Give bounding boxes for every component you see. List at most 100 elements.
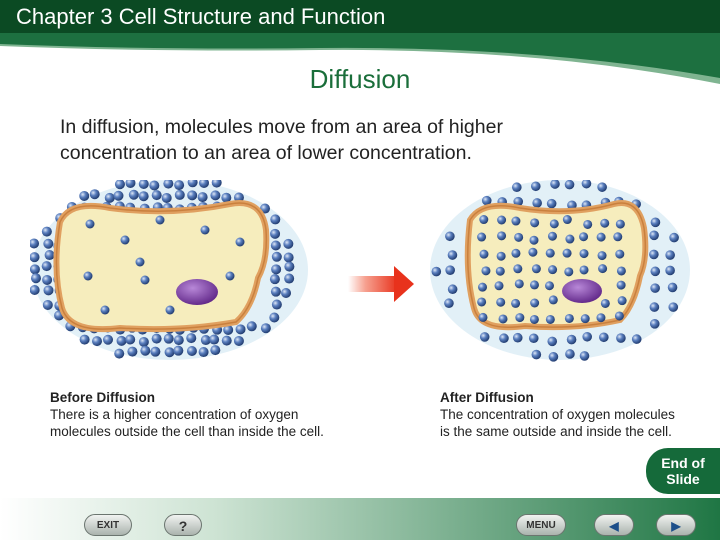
oxygen-molecule (614, 311, 624, 321)
oxygen-molecule (513, 196, 524, 207)
oxygen-molecule (281, 288, 292, 299)
oxygen-molecule (650, 283, 660, 293)
exit-button[interactable]: EXIT (84, 514, 132, 536)
oxygen-molecule (579, 351, 590, 361)
oxygen-molecule (514, 232, 524, 242)
oxygen-molecule (270, 240, 281, 251)
oxygen-molecule (530, 181, 541, 192)
oxygen-molecule (283, 238, 294, 249)
oxygen-molecule (104, 192, 115, 203)
oxygen-molecule (42, 299, 53, 310)
oxygen-molecule (564, 267, 574, 277)
chapter-title: Chapter 3 Cell Structure and Function (16, 4, 386, 29)
oxygen-molecule (103, 334, 114, 345)
oxygen-molecule (669, 232, 679, 243)
oxygen-molecule (79, 334, 90, 345)
menu-button[interactable]: MENU (516, 514, 566, 536)
oxygen-molecule (599, 332, 609, 343)
oxygen-molecule (210, 345, 221, 356)
help-button[interactable]: ? (164, 514, 202, 536)
oxygen-molecule (30, 264, 40, 275)
oxygen-molecule (545, 248, 555, 258)
oxygen-molecule (613, 232, 623, 242)
oxygen-molecule (41, 261, 52, 272)
next-button[interactable]: ▶ (656, 514, 696, 536)
oxygen-molecule (530, 298, 540, 308)
oxygen-molecule (564, 180, 575, 190)
oxygen-molecule (479, 249, 489, 259)
oxygen-molecule (564, 313, 574, 323)
oxygen-molecule (83, 271, 93, 281)
oxygen-molecule (114, 348, 125, 359)
oxygen-molecule (246, 321, 257, 332)
end-of-slide-button[interactable]: End of Slide (646, 448, 720, 494)
oxygen-molecule (173, 345, 184, 356)
oxygen-molecule (149, 180, 160, 191)
oxygen-molecule (445, 231, 455, 242)
oxygen-molecule (284, 261, 295, 272)
oxygen-molecule (42, 274, 53, 285)
oxygen-molecule (649, 230, 659, 241)
oxygen-molecule (548, 265, 558, 275)
oxygen-molecule (161, 192, 172, 203)
oxygen-molecule (631, 334, 642, 344)
oxygen-molecule (225, 271, 235, 281)
oxygen-molecule (615, 249, 625, 259)
prev-button[interactable]: ◀ (594, 514, 634, 536)
oxygen-molecule (116, 335, 127, 346)
oxygen-molecule (531, 264, 541, 274)
oxygen-molecule (100, 305, 110, 315)
oxygen-molecule (579, 232, 589, 242)
oxygen-molecule (596, 313, 606, 323)
oxygen-molecule (547, 231, 557, 241)
before-cell-diagram (30, 180, 308, 360)
oxygen-molecule (140, 345, 151, 356)
oxygen-molecule (44, 250, 55, 261)
oxygen-molecule (479, 215, 489, 225)
oxygen-molecule (514, 279, 524, 289)
oxygen-molecule (496, 251, 506, 261)
caption-before-title: Before Diffusion (50, 390, 156, 405)
oxygen-molecule (512, 182, 522, 193)
oxygen-molecule (581, 180, 592, 189)
oxygen-molecule (235, 324, 246, 335)
oxygen-molecule (650, 266, 661, 277)
oxygen-molecule (529, 314, 539, 324)
oxygen-molecule (566, 334, 577, 345)
diffusion-arrow (348, 266, 414, 302)
oxygen-molecule (562, 248, 572, 258)
oxygen-molecule (600, 298, 610, 308)
oxygen-molecule (135, 257, 145, 267)
oxygen-molecule (668, 302, 679, 312)
oxygen-molecule (140, 275, 150, 285)
oxygen-molecule (515, 313, 525, 323)
oxygen-molecule (531, 349, 542, 360)
oxygen-molecule (221, 192, 232, 203)
oxygen-molecule (269, 312, 280, 323)
oxygen-molecule (128, 189, 139, 200)
nucleus-before (176, 279, 218, 305)
oxygen-molecule (567, 200, 577, 211)
diffusion-figure (30, 180, 690, 362)
oxygen-molecule (616, 266, 626, 276)
oxygen-molecule (497, 231, 507, 241)
oxygen-molecule (221, 335, 232, 346)
oxygen-molecule (512, 332, 523, 343)
oxygen-molecule (494, 281, 504, 291)
oxygen-molecule (233, 192, 244, 203)
caption-before: Before Diffusion There is a higher conce… (50, 389, 324, 440)
oxygen-molecule (138, 191, 149, 202)
oxygen-molecule (187, 180, 198, 188)
oxygen-molecule (270, 214, 281, 225)
oxygen-molecule (30, 285, 40, 296)
oxygen-molecule (211, 180, 222, 188)
oxygen-molecule (597, 251, 607, 261)
oxygen-molecule (445, 265, 455, 275)
oxygen-molecule (528, 247, 538, 257)
oxygen-molecule (550, 180, 560, 189)
body-text: In diffusion, molecules move from an are… (60, 116, 503, 164)
oxygen-molecule (650, 217, 661, 228)
oxygen-molecule (597, 182, 607, 192)
oxygen-molecule (173, 335, 184, 346)
oxygen-molecule (270, 286, 281, 297)
